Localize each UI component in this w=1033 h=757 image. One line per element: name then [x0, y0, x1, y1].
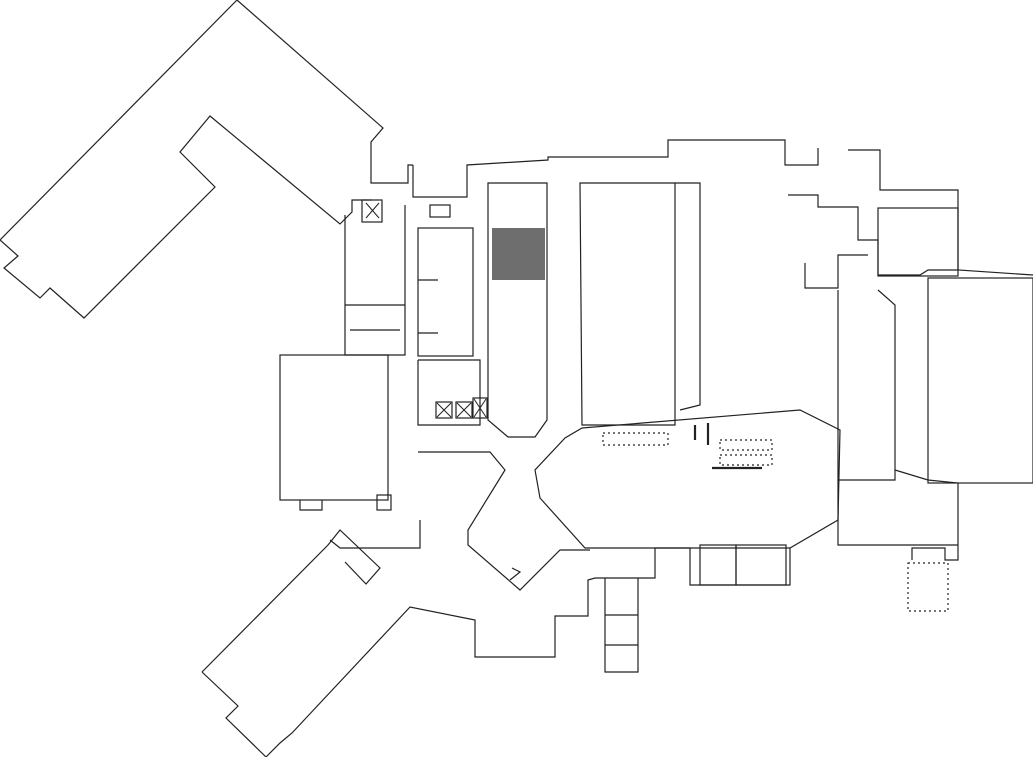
central-core [412, 139, 1033, 612]
commons-hall [534, 409, 841, 549]
north-hall [487, 182, 548, 438]
gymnasium [579, 182, 676, 426]
room [877, 207, 959, 277]
east-hall [927, 277, 1033, 484]
elevator [361, 199, 383, 223]
west-room [279, 354, 389, 501]
south-block [604, 544, 791, 673]
room [417, 227, 474, 357]
southwest-wing [201, 520, 656, 757]
northwest-wing [0, 0, 413, 319]
highlighted-room [492, 228, 545, 280]
commons [418, 409, 841, 591]
canopy [907, 562, 949, 612]
north-wing-rooms [417, 182, 701, 438]
west-block [279, 199, 406, 511]
